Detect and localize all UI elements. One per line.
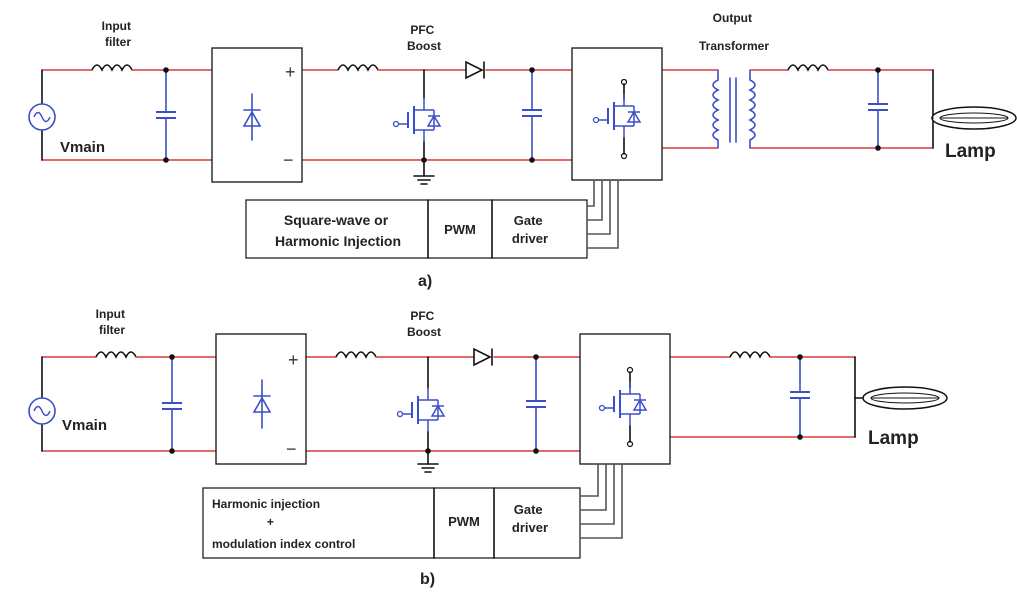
input-filter-inductor-a bbox=[91, 64, 133, 71]
input-filter-label-a: Input filter bbox=[102, 19, 135, 49]
output-capacitor-b bbox=[789, 391, 811, 399]
rectifier-minus-a: − bbox=[283, 150, 294, 170]
rectifier-plus-a: + bbox=[285, 62, 296, 82]
pfc-label-b: PFC Boost bbox=[407, 309, 441, 339]
gate-driver-line1-a: Gate bbox=[514, 213, 543, 228]
modulation-line2-a: Harmonic Injection bbox=[275, 233, 401, 249]
diagram-a: Vmain Input filter + − PFC Boost bbox=[28, 11, 1017, 290]
dc-bus-capacitor-a bbox=[521, 109, 543, 117]
diagram-b: Vmain Input filter + − PFC Boost bbox=[28, 307, 948, 588]
transformer-line1-a: Output bbox=[713, 11, 752, 25]
pfc-label-a: PFC Boost bbox=[407, 23, 441, 53]
pfc-line2-b: Boost bbox=[407, 325, 441, 339]
pfc-mosfet-b bbox=[396, 387, 445, 433]
input-filter-line1-b: Input bbox=[96, 307, 125, 321]
gate-signal-lines-a bbox=[586, 179, 619, 249]
ground-symbol-b bbox=[417, 463, 439, 473]
modulation-label-b: Harmonic injection + modulation index co… bbox=[212, 497, 355, 551]
input-filter-inductor-b bbox=[95, 351, 137, 358]
boost-diode-b bbox=[473, 347, 493, 367]
caption-a: a) bbox=[418, 273, 432, 290]
ac-source-a bbox=[28, 103, 56, 131]
output-inductor-a bbox=[787, 64, 829, 71]
inverter-block-a bbox=[571, 47, 663, 181]
output-capacitor-a bbox=[867, 103, 889, 111]
input-filter-capacitor-a bbox=[155, 111, 177, 119]
modulation-line1-b: Harmonic injection bbox=[212, 497, 320, 511]
rectifier-block-a bbox=[211, 47, 303, 183]
ground-symbol-a bbox=[413, 175, 435, 185]
input-filter-line2-a: filter bbox=[105, 35, 131, 49]
diagram-b-top-rail bbox=[41, 351, 856, 358]
output-inductor-b bbox=[729, 351, 771, 358]
rectifier-diode-b bbox=[252, 379, 272, 429]
ac-source-b bbox=[28, 397, 56, 425]
rectifier-plus-b: + bbox=[288, 350, 299, 370]
input-filter-label-b: Input filter bbox=[96, 307, 129, 337]
modulation-line3-b: modulation index control bbox=[212, 537, 355, 551]
control-block-a bbox=[245, 199, 588, 259]
pwm-label-b: PWM bbox=[448, 514, 480, 529]
gate-driver-label-a: Gate driver bbox=[512, 213, 548, 246]
source-label-b: Vmain bbox=[62, 417, 107, 434]
transformer-line2-a: Transformer bbox=[699, 39, 769, 53]
lamp-label-a: Lamp bbox=[945, 141, 996, 162]
modulation-label-a: Square-wave or Harmonic Injection bbox=[275, 212, 401, 249]
rectifier-diode-a bbox=[242, 93, 262, 141]
lamp-b bbox=[862, 386, 948, 410]
inverter-block-b bbox=[579, 333, 671, 465]
modulation-line1-a: Square-wave or bbox=[284, 212, 389, 228]
control-block-b bbox=[202, 487, 581, 559]
caption-b: b) bbox=[420, 571, 435, 588]
gate-driver-line2-a: driver bbox=[512, 231, 548, 246]
diagram-a-bottom-rail bbox=[41, 69, 934, 161]
gate-driver-label-b: Gate driver bbox=[512, 502, 548, 535]
input-filter-line1-a: Input bbox=[102, 19, 131, 33]
pfc-inductor-a bbox=[337, 64, 379, 71]
pfc-line1-a: PFC bbox=[410, 23, 434, 37]
dc-bus-capacitor-b bbox=[525, 400, 547, 408]
rectifier-minus-b: − bbox=[286, 439, 297, 459]
input-filter-capacitor-b bbox=[161, 402, 183, 410]
lamp-label-b: Lamp bbox=[868, 428, 919, 449]
pfc-inductor-b bbox=[335, 351, 377, 358]
modulation-line2-b: + bbox=[267, 515, 274, 529]
pwm-label-a: PWM bbox=[444, 222, 476, 237]
source-label-a: Vmain bbox=[60, 139, 105, 156]
lamp-a bbox=[931, 106, 1017, 130]
pfc-line2-a: Boost bbox=[407, 39, 441, 53]
diagram-a-top-rail bbox=[41, 64, 934, 71]
boost-diode-a bbox=[465, 60, 485, 80]
gate-driver-line1-b: Gate bbox=[514, 502, 543, 517]
transformer-label-a: Output Transformer bbox=[699, 11, 769, 53]
gate-signal-lines-b bbox=[579, 463, 623, 539]
output-transformer-a bbox=[712, 70, 756, 148]
gate-driver-line2-b: driver bbox=[512, 520, 548, 535]
pfc-line1-b: PFC bbox=[410, 309, 434, 323]
input-filter-line2-b: filter bbox=[99, 323, 125, 337]
pfc-mosfet-a bbox=[392, 97, 441, 143]
